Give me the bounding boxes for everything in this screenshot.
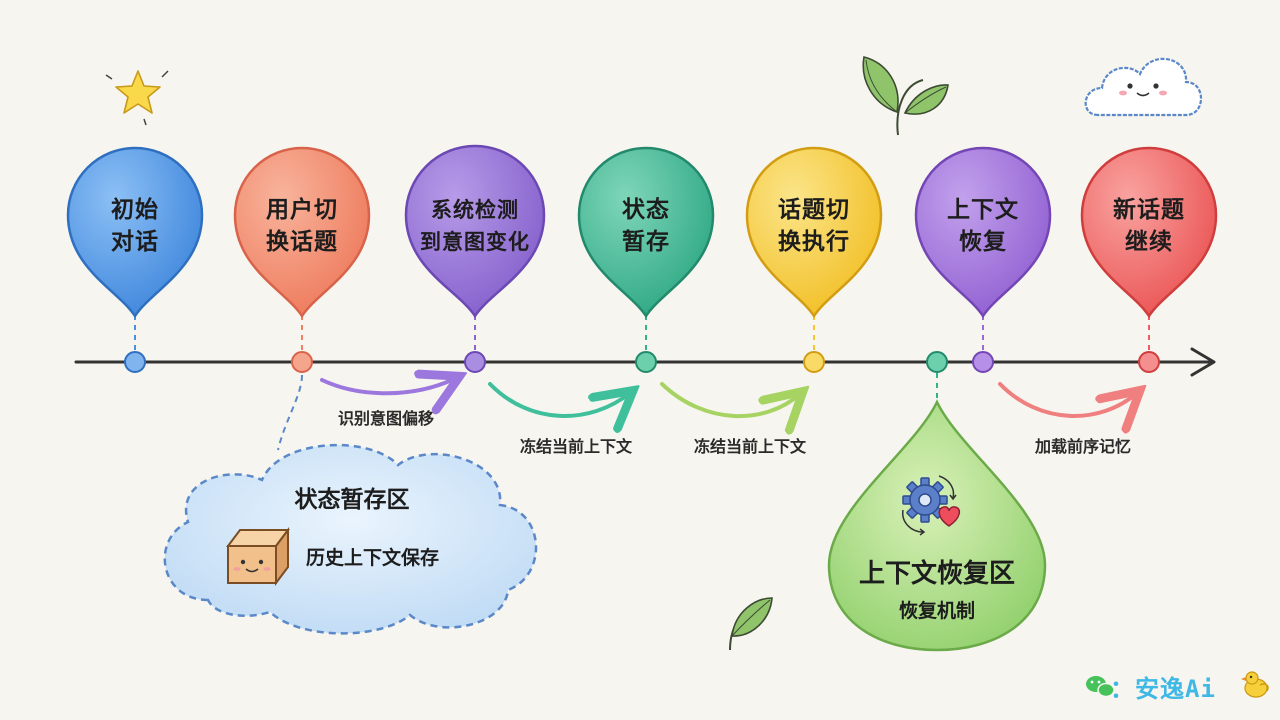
watermark: ：安逸Ai: [1110, 668, 1216, 704]
pin-step-6: [914, 146, 1052, 319]
edge-arrow-1: [320, 378, 456, 393]
step-2-label: 用户切换话题: [266, 197, 338, 255]
pin-step-1: [66, 146, 204, 319]
step-1-label: 初始对话: [111, 197, 159, 255]
gear-heart-icon: [902, 475, 961, 536]
leaf-icon: [862, 56, 949, 136]
node-step-4: [635, 351, 657, 373]
storage-link: [277, 374, 303, 451]
watermark-text: ：安逸Ai: [1110, 674, 1216, 703]
timeline-nodes: [124, 351, 1160, 373]
step-7-label: 新话题继续: [1113, 197, 1185, 255]
pin-step-2: [233, 146, 371, 319]
pin-step-4: [577, 146, 715, 319]
edge-arrow-3: [660, 382, 800, 416]
step-5-label: 话题切换执行: [778, 197, 850, 255]
timeline-arrowhead: [1190, 347, 1216, 377]
edge-label-1: 识别意图偏移: [337, 409, 435, 428]
node-step-5: [803, 351, 825, 373]
step-3-label: 系统检测到意图变化: [420, 198, 530, 254]
pin-step-3: [404, 144, 546, 319]
node-step-3: [464, 351, 486, 373]
restore-drop-shape: [827, 399, 1047, 652]
storage-box-icon: [226, 527, 290, 586]
node-step-7: [1138, 351, 1160, 373]
node-step-2: [291, 351, 313, 373]
leaf-small-icon: [729, 597, 773, 651]
edge-arrow-2: [488, 382, 630, 416]
storage-cloud-shape: [163, 443, 538, 635]
restore-drop-title: 上下文恢复区: [858, 559, 1016, 589]
cloud-face-icon: [1084, 57, 1202, 117]
pin-step-7: [1080, 146, 1218, 319]
node-step-1: [124, 351, 146, 373]
edge-label-3: 冻结当前上下文: [693, 437, 807, 456]
star-icon: [105, 70, 169, 126]
edge-label-4: 加载前序记忆: [1034, 437, 1132, 456]
edge-arrow-4: [998, 382, 1137, 416]
edge-label-2: 冻结当前上下文: [519, 437, 633, 456]
bird-icon: [1241, 671, 1269, 698]
node-restore: [926, 351, 948, 373]
restore-drop-subtitle: 恢复机制: [898, 600, 976, 622]
wechat-icon: [1086, 676, 1115, 698]
pin-connectors: [134, 315, 1150, 352]
step-6-label: 上下文恢复: [947, 197, 1019, 255]
step-4-label: 状态暂存: [622, 197, 670, 255]
pin-step-5: [745, 146, 883, 319]
storage-cloud-title: 状态暂存区: [294, 487, 410, 513]
node-step-6: [972, 351, 994, 373]
storage-cloud-subtitle: 历史上下文保存: [306, 547, 440, 569]
